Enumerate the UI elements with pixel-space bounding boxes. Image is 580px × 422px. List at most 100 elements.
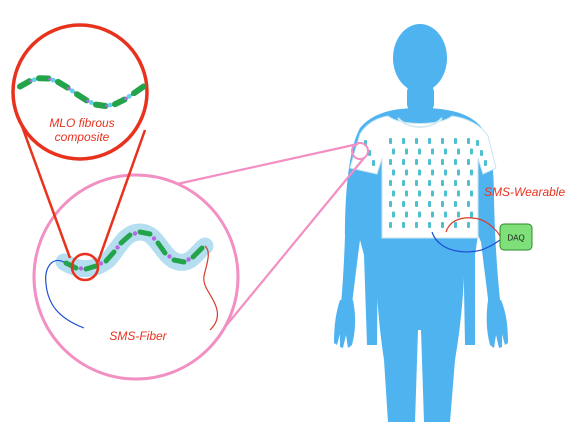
fiber-segment (140, 232, 150, 234)
shirt-pattern-mark (431, 191, 434, 197)
shirt-pattern-mark (454, 138, 457, 144)
shirt-pattern-mark (392, 212, 395, 218)
left-hand (334, 300, 355, 348)
shirt-pattern-mark (372, 160, 375, 166)
shirt-pattern-mark (441, 180, 444, 186)
shirt-pattern-mark (454, 201, 457, 207)
composite-node (89, 100, 94, 105)
shirt-pattern-mark (428, 201, 431, 207)
shirt-pattern-mark (476, 140, 479, 146)
fiber-segment (86, 266, 96, 269)
composite-node (108, 103, 113, 108)
fiber-node (99, 261, 103, 265)
shirt-pattern-mark (454, 180, 457, 186)
composite-node (70, 88, 75, 93)
head (393, 24, 447, 92)
composite-node (127, 94, 132, 99)
shirt-pattern-mark (415, 180, 418, 186)
shirt-pattern-mark (428, 138, 431, 144)
shirt-pattern-mark (428, 180, 431, 186)
shirt-pattern-mark (467, 180, 470, 186)
composite-node (51, 78, 56, 83)
fiber-node (167, 254, 171, 258)
shirt-pattern-mark (389, 222, 392, 228)
shirt-pattern-mark (415, 138, 418, 144)
fiber-node (115, 245, 119, 249)
shirt-pattern-mark (484, 160, 487, 166)
shirt-pattern-mark (392, 149, 395, 155)
shirt-pattern-mark (418, 212, 421, 218)
shirt-pattern-mark (467, 138, 470, 144)
sms-fiber-circle-outline (34, 175, 238, 379)
mlo-label-line2: composite (55, 130, 110, 144)
right-hand (487, 300, 508, 348)
mlo-label-line1: MLO fibrous (49, 116, 114, 130)
shirt-pattern-mark (389, 201, 392, 207)
composite-segment (96, 105, 106, 106)
shirt-pattern-mark (431, 149, 434, 155)
shirt-pattern-mark (454, 222, 457, 228)
shirt-pattern-mark (428, 159, 431, 165)
shirt-pattern-mark (428, 222, 431, 228)
shirt-pattern-mark (402, 201, 405, 207)
composite-node (32, 77, 37, 82)
fiber-node (186, 257, 190, 261)
neck (407, 84, 434, 112)
shirt-pattern-mark (389, 159, 392, 165)
shirt-pattern-mark (444, 191, 447, 197)
shirt-pattern-mark (470, 191, 473, 197)
shirt-pattern-mark (454, 159, 457, 165)
shirt-pattern-mark (441, 138, 444, 144)
fiber-node (133, 231, 137, 235)
mlo-composite-circle: MLO fibrous composite (13, 25, 147, 159)
fiber-node (79, 266, 83, 270)
shirt-pattern-mark (444, 149, 447, 155)
shirt-pattern-mark (405, 149, 408, 155)
sms-fiber-circle: SMS-Fiber (34, 175, 238, 379)
shirt-pattern-mark (405, 212, 408, 218)
legs (376, 232, 465, 422)
shirt-pattern-mark (392, 191, 395, 197)
shirt-pattern-mark (405, 191, 408, 197)
shirt-pattern-mark (402, 222, 405, 228)
shirt-pattern-mark (418, 149, 421, 155)
shirt-pattern-mark (402, 138, 405, 144)
shirt-pattern-mark (444, 170, 447, 176)
sms-fiber-label: SMS-Fiber (109, 329, 167, 343)
shirt-pattern-mark (415, 159, 418, 165)
shirt-pattern-mark (444, 212, 447, 218)
shirt-pattern-mark (431, 212, 434, 218)
shirt-pattern-mark (480, 150, 483, 156)
fiber-node (152, 236, 156, 240)
shirt-pattern-mark (457, 212, 460, 218)
shirt-pattern-mark (470, 212, 473, 218)
shirt-pattern-mark (418, 170, 421, 176)
sms-wearable-label: SMS-Wearable (484, 185, 565, 199)
composite-segment (115, 100, 125, 105)
shirt-pattern-mark (402, 180, 405, 186)
shirt-pattern-mark (441, 222, 444, 228)
shirt-pattern-mark (467, 222, 470, 228)
shirt-pattern-mark (392, 170, 395, 176)
shirt-pattern-mark (470, 170, 473, 176)
shirt-pattern-mark (415, 222, 418, 228)
shirt-pattern-mark (415, 201, 418, 207)
shirt-pattern-mark (470, 149, 473, 155)
shirt-pattern-mark (418, 191, 421, 197)
daq-label: DAQ (507, 234, 524, 243)
fiber-segment (174, 260, 184, 262)
shirt-pattern-mark (457, 191, 460, 197)
shirt-pattern-mark (431, 170, 434, 176)
shirt-pattern-mark (389, 180, 392, 186)
shirt-pattern-mark (389, 138, 392, 144)
shirt-pattern-mark (441, 201, 444, 207)
shirt-pattern-mark (457, 170, 460, 176)
shirt-pattern-mark (402, 159, 405, 165)
shirt-pattern-mark (467, 201, 470, 207)
shirt-pattern-mark (467, 159, 470, 165)
shirt-pattern-mark (457, 149, 460, 155)
shirt-pattern-mark (405, 170, 408, 176)
shirt-pattern-mark (441, 159, 444, 165)
